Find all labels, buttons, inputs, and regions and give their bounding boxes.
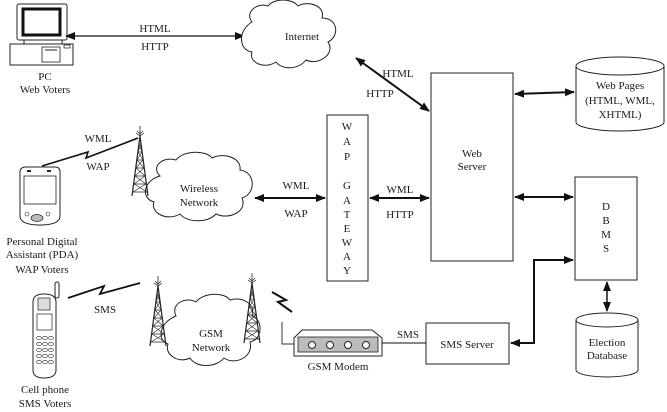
cell-phone-label-1: Cell phone — [21, 384, 69, 396]
internet-webserver-top-label: HTML — [382, 68, 413, 80]
pda-wireless-top-label: WML — [85, 133, 112, 145]
election-database-label-1: Election — [589, 337, 626, 349]
pda-label-1: Personal Digital — [6, 236, 77, 248]
gateway-webserver-bottom-label: HTTP — [386, 209, 414, 221]
sms-server-box — [425, 322, 510, 365]
dbms-letter: M — [601, 229, 611, 241]
wap-gateway-letter: W — [342, 237, 353, 249]
gsm-network-label-2: Network — [192, 342, 231, 354]
wireless-network-label-1: Wireless — [180, 183, 218, 195]
phone-gsm-label: SMS — [94, 304, 116, 316]
pda-label-3: WAP Voters — [15, 264, 68, 276]
wap-gateway-letter: G — [343, 180, 351, 192]
wireless-network-cloud — [145, 151, 253, 222]
pc-internet-bottom-label: HTTP — [141, 41, 169, 53]
wap-gateway-letter: E — [344, 223, 351, 235]
internet-webserver-bottom-label: HTTP — [366, 88, 394, 100]
dbms-letter: S — [603, 243, 609, 255]
web-pages-label-2: (HTML, WML, — [585, 95, 655, 107]
election-database-label-2: Database — [587, 350, 627, 362]
gsm-network-cloud — [160, 293, 261, 366]
wireless-gateway-bottom-label: WAP — [284, 208, 307, 220]
wireless-tower-icon — [131, 125, 149, 197]
web-pages-database-icon — [575, 56, 665, 132]
modem-smsserver-label: SMS — [397, 329, 419, 341]
wireless-network-label-2: Network — [180, 197, 219, 209]
modem-antenna-icon — [281, 322, 294, 345]
web-pages-label-1: Web Pages — [596, 80, 644, 92]
web-server-label-2: Server — [458, 161, 487, 173]
gsm-network-label-1: GSM — [199, 328, 223, 340]
modem-lightning-icon — [271, 291, 293, 313]
pc-internet-top-label: HTML — [139, 23, 170, 35]
dbms-letter: D — [602, 201, 610, 213]
wap-gateway-letter: W — [342, 121, 353, 133]
wap-gateway-letter: T — [344, 209, 351, 221]
sms-server-label: SMS Server — [440, 339, 494, 351]
dbms-letter: B — [602, 215, 609, 227]
internet-label: Internet — [285, 31, 319, 43]
pda-wireless-bottom-label: WAP — [86, 161, 109, 173]
wap-gateway-label: W A P G A T E W A Y — [342, 121, 353, 277]
pda-label-2: Assistant (PDA) — [6, 249, 79, 261]
pc-icon — [9, 3, 74, 66]
wap-gateway-box — [326, 114, 369, 282]
cell-phone-icon — [32, 281, 60, 379]
web-server-box — [430, 72, 514, 262]
gateway-webserver-top-label: WML — [387, 184, 414, 196]
wap-gateway-letter: A — [343, 251, 351, 263]
wap-gateway-letter: P — [344, 151, 350, 163]
internet-cloud — [241, 0, 337, 69]
smsserver-dbms-connector — [510, 256, 574, 347]
wap-gateway-letter: A — [343, 195, 351, 207]
pc-sublabel: Web Voters — [20, 84, 70, 96]
web-server-label-1: Web — [462, 148, 482, 160]
election-database-icon — [575, 312, 639, 378]
pc-label: PC — [38, 71, 51, 83]
web-pages-label-3: XHTML) — [599, 109, 642, 121]
gsm-modem-icon — [293, 329, 383, 357]
webserver-webpages-connector — [514, 88, 575, 98]
pda-wireless-link-icon — [41, 137, 139, 167]
internet-webserver-connector — [355, 57, 430, 112]
dbms-box — [574, 176, 638, 281]
wireless-gateway-top-label: WML — [283, 180, 310, 192]
phone-gsm-link-icon — [67, 282, 141, 299]
cell-phone-label-2: SMS Voters — [19, 398, 71, 410]
wap-gateway-letter: A — [343, 136, 351, 148]
pda-icon — [19, 166, 61, 226]
gsm-modem-label: GSM Modem — [308, 361, 369, 373]
wap-gateway-letter: Y — [343, 265, 351, 277]
